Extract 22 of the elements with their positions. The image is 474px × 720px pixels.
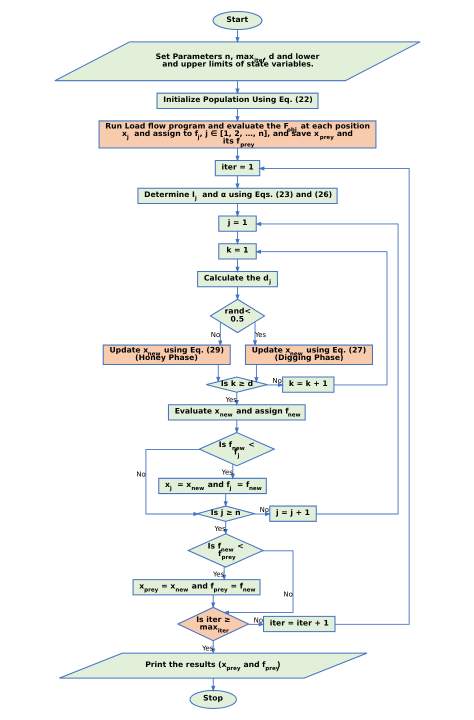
arrow: [218, 322, 222, 346]
arrow: [258, 166, 410, 625]
arrow: [254, 250, 387, 386]
arrow: [265, 382, 284, 388]
arrow: [234, 108, 240, 122]
arrow: [234, 80, 240, 94]
arrow: [252, 322, 257, 346]
arrow: [234, 203, 240, 218]
arrow: [234, 176, 240, 190]
arrow: [234, 420, 238, 434]
arrow: [230, 464, 234, 480]
arrow: [254, 364, 258, 384]
arrow: [234, 28, 240, 44]
arrow: [144, 449, 200, 516]
arrow: [234, 258, 240, 273]
arrow: [247, 622, 264, 626]
arrow: [252, 512, 270, 516]
arrow: [216, 364, 220, 383]
arrow: [234, 148, 240, 162]
arrow: [234, 286, 240, 300]
arrow: [234, 231, 240, 245]
arrow: [254, 222, 398, 514]
